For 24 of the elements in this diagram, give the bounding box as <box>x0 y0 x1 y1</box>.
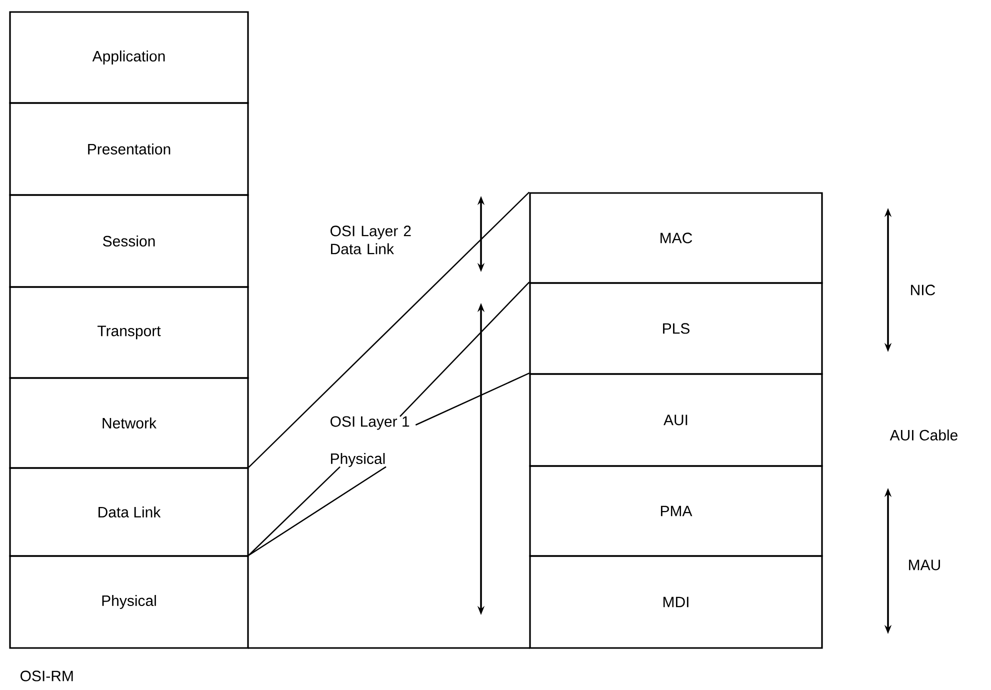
text-label: NIC <box>911 284 936 296</box>
connector-line <box>248 192 530 468</box>
layer-box: Network <box>9 377 249 469</box>
layer-box: PLS <box>529 282 823 375</box>
text-label: MAU <box>909 560 940 570</box>
layer-box: MAC <box>529 192 823 284</box>
layer-box: PMA <box>529 465 823 557</box>
text-label: OSI Layer 2 Data Link <box>330 226 411 254</box>
leader-line <box>248 466 340 556</box>
text-label: AUI Cable <box>890 430 958 440</box>
layer-box: MDI <box>529 555 823 649</box>
layer-box: Application <box>9 11 249 104</box>
layer-box: Session <box>9 194 249 288</box>
leader-line <box>248 466 386 556</box>
layer-box: AUI <box>529 373 823 467</box>
layer-box: Data Link <box>9 467 249 557</box>
text-label: OSI-RM <box>20 670 73 682</box>
layer-box: Physical <box>9 555 249 649</box>
leader-line <box>415 372 530 426</box>
layer-label: OSI Layer 1 <box>330 416 410 430</box>
leader-line <box>400 282 530 417</box>
layer-label: Physical <box>331 453 385 467</box>
layer-box: Transport <box>9 286 249 379</box>
layer-box: Presentation <box>9 102 249 196</box>
